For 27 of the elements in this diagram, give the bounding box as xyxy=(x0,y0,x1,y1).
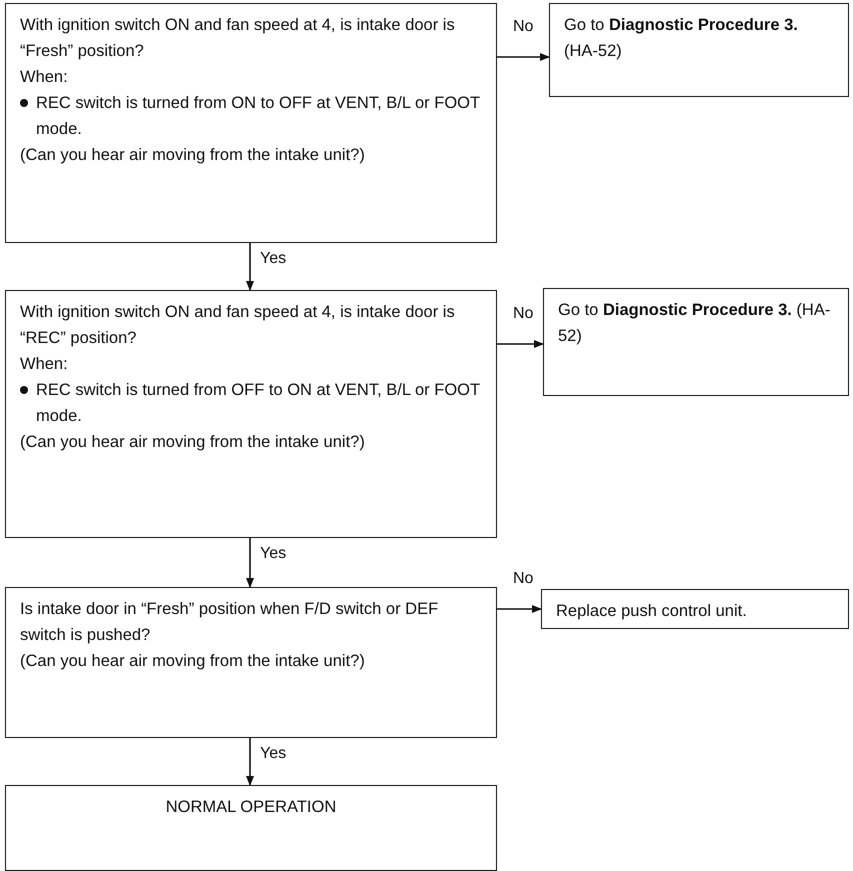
arrow xyxy=(497,340,544,348)
condition-text: REC switch is turned from ON to OFF at VENT, B/L or FOOT mode. xyxy=(36,93,481,140)
box-text: With ignition switch ON and fan speed at 4, is intake door is “Fresh” position? xyxy=(20,15,456,62)
box-text: Go to Diagnostic Procedure 3. (HA-52) xyxy=(558,300,832,347)
decision-box xyxy=(5,3,497,243)
action-box xyxy=(543,288,849,396)
box-text: When: xyxy=(20,354,69,375)
box-text: When: xyxy=(20,67,69,88)
box-text: NORMAL OPERATION xyxy=(164,797,338,818)
arrow xyxy=(246,738,254,786)
arrow xyxy=(497,605,542,613)
arrow xyxy=(246,243,254,291)
box-text: (Can you hear air moving from the intake unit?) xyxy=(20,145,366,166)
box-text: Is intake door in “Fresh” position when F/D switch or DEF switch is pushed? xyxy=(20,599,440,646)
arrow xyxy=(497,53,550,61)
condition-text: REC switch is turned from OFF to ON at VENT, B/L or FOOT mode. xyxy=(36,380,481,427)
arrow xyxy=(246,538,254,588)
decision-box xyxy=(5,587,497,738)
action-box xyxy=(541,589,849,629)
box-text: Go to Diagnostic Procedure 3. (HA-52) xyxy=(564,15,799,62)
box-text: (Can you hear air moving from the intake unit?) xyxy=(20,651,366,672)
decision-box xyxy=(5,290,497,538)
action-box xyxy=(549,3,849,97)
box-text: (Can you hear air moving from the intake unit?) xyxy=(20,432,366,453)
box-text: With ignition switch ON and fan speed at 4, is intake door is “REC” position? xyxy=(20,302,456,349)
box-text: Replace push control unit. xyxy=(556,601,748,622)
result-box xyxy=(5,785,497,871)
